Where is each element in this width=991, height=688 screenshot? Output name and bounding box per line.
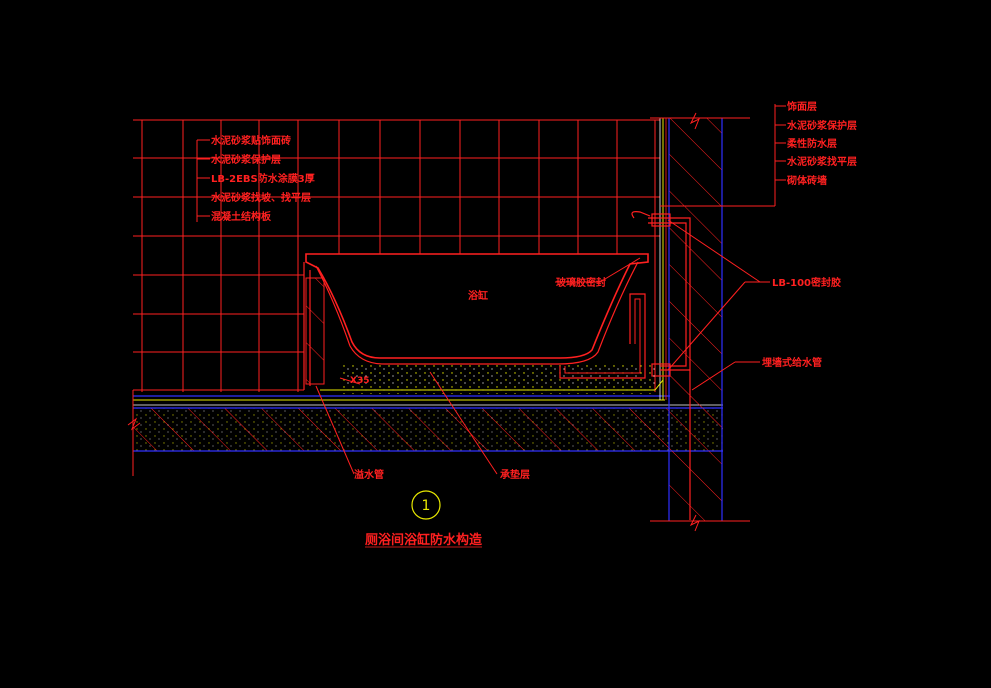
right-layer-label: 柔性防水层 (786, 137, 837, 150)
left-layer-label: 水泥砂浆贴饰面砖 (210, 134, 291, 147)
brick-wall (650, 112, 750, 532)
bathtub (303, 253, 664, 394)
bathtub-label: 浴缸 (468, 289, 488, 302)
left-layer-label: 水泥砂浆保护层 (210, 153, 281, 166)
leader-lines (196, 104, 786, 475)
right-layer-label: 水泥砂浆保护层 (786, 119, 857, 132)
wall-tile-grid (133, 119, 660, 392)
left-layer-label: 混凝土结构板 (211, 210, 272, 223)
bedding-label: 承垫层 (500, 468, 530, 481)
right-layer-label: 砌体砖墙 (786, 174, 827, 187)
glass-glue-label: 玻璃胶密封 (556, 276, 606, 289)
right-layer-labels: 饰面层 水泥砂浆保护层 柔性防水层 水泥砂浆找平层 砌体砖墙 (786, 100, 857, 187)
detail-number: 1 (422, 498, 431, 514)
sealant-label: LB-100密封胶 (772, 276, 841, 289)
detail-number-circle (411, 490, 441, 520)
floor-slab (127, 390, 723, 476)
left-layer-labels: 水泥砂浆贴饰面砖 水泥砂浆保护层 LB-2EBS防水涂膜3厚 水泥砂浆找坡、找平… (210, 134, 315, 223)
right-layer-label: 饰面层 (787, 100, 817, 113)
left-layer-label: 水泥砂浆找坡、找平层 (210, 191, 311, 204)
dimension-label: X35 (350, 376, 369, 386)
left-layer-label: LB-2EBS防水涂膜3厚 (211, 172, 315, 185)
embedded-water-pipe (631, 211, 691, 520)
drawing-title: 厕浴间浴缸防水构造 (365, 532, 483, 548)
embedded-pipe-label: 埋墙式给水管 (762, 356, 822, 369)
drain-pipe-label: 溢水管 (354, 468, 384, 481)
right-layer-label: 水泥砂浆找平层 (786, 155, 857, 168)
